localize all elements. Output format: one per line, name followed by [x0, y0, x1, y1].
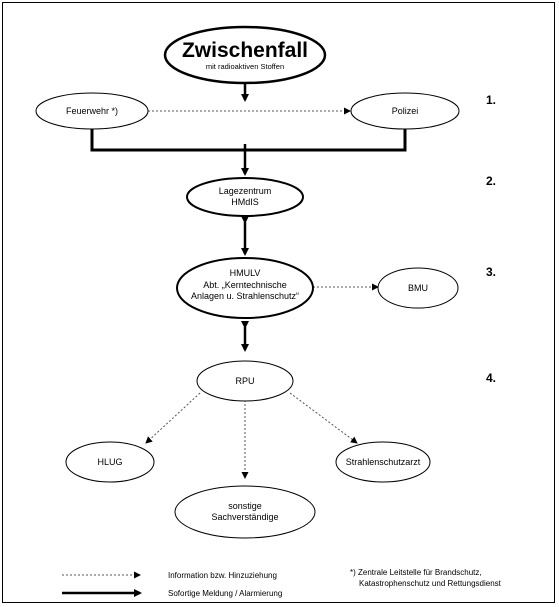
- node-sachverstaendige: sonstige Sachverständige: [174, 485, 316, 539]
- node-feuerwehr: Feuerwehr *): [35, 92, 149, 130]
- level-1: 1.: [486, 93, 496, 107]
- node-hmulv-line2: Abt. „Kerntechnische: [203, 280, 287, 290]
- level-4: 4.: [486, 371, 496, 385]
- footnote-line1: *) Zentrale Leitstelle für Brandschutz,: [350, 568, 482, 577]
- node-feuerwehr-label: Feuerwehr *): [66, 106, 118, 116]
- legend: Information bzw. Hinzuziehung Sofortige …: [62, 571, 282, 598]
- node-lagezentrum: Lagezentrum HMdIS: [186, 177, 304, 217]
- node-polizei-label: Polizei: [392, 106, 419, 116]
- node-sachverstaendige-line1: sonstige: [228, 501, 262, 511]
- footnote-line2: Katastrophenschutz und Rettungsdienst: [359, 579, 502, 588]
- diagram-frame: [2, 2, 555, 603]
- node-sachverstaendige-line2: Sachverständige: [211, 512, 278, 522]
- node-lagezentrum-line1: Lagezentrum: [219, 186, 272, 196]
- edge-bracket-feuerwehr-polizei: [90, 128, 407, 152]
- level-2: 2.: [486, 174, 496, 188]
- node-hlug-label: HLUG: [97, 457, 122, 467]
- legend-solid-label: Sofortige Meldung / Alarmierung: [168, 589, 282, 598]
- node-lagezentrum-line2: HMdIS: [231, 197, 259, 207]
- node-rpu-label: RPU: [235, 376, 254, 386]
- node-zwischenfall-title: Zwischenfall: [182, 39, 308, 62]
- node-zwischenfall-subtitle: mit radioaktiven Stoffen: [206, 62, 284, 71]
- legend-dotted-label: Information bzw. Hinzuziehung: [168, 571, 277, 580]
- node-strahlenschutzarzt: Strahlenschutzarzt: [335, 441, 431, 483]
- edge-rpu-strahlenschutzarzt: [289, 392, 358, 444]
- node-zwischenfall: Zwischenfall mit radioaktiven Stoffen: [163, 25, 327, 85]
- node-rpu: RPU: [196, 360, 294, 402]
- node-hmulv: HMULV Abt. „Kerntechnische Anlagen u. St…: [176, 257, 314, 319]
- node-polizei: Polizei: [350, 92, 460, 130]
- node-hmulv-line1: HMULV: [230, 268, 261, 278]
- node-hmulv-line3: Anlagen u. Strahlenschutz“: [191, 291, 299, 301]
- node-bmu: BMU: [377, 267, 459, 309]
- node-hlug: HLUG: [65, 441, 155, 483]
- node-strahlenschutzarzt-label: Strahlenschutzarzt: [346, 457, 421, 467]
- edge-rpu-hlug: [145, 392, 201, 444]
- node-bmu-label: BMU: [408, 283, 428, 293]
- level-3: 3.: [486, 265, 496, 279]
